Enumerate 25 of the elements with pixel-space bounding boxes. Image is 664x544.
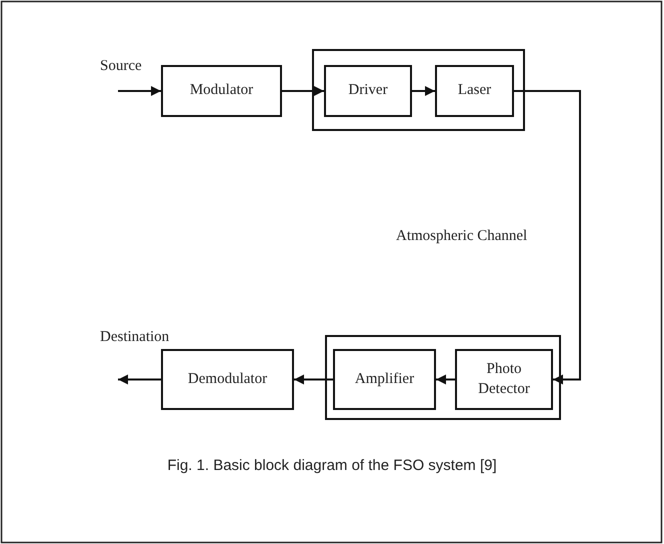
edge-label: Atmospheric Channel bbox=[396, 228, 528, 245]
block-label: Amplifier bbox=[354, 370, 416, 389]
process-box bbox=[333, 349, 436, 410]
arrow bbox=[282, 86, 324, 96]
frame-box bbox=[325, 335, 561, 420]
terminal-label: Source bbox=[100, 58, 142, 75]
process-box bbox=[435, 65, 514, 117]
terminal-label: Destination bbox=[100, 329, 170, 346]
arrow bbox=[118, 374, 161, 384]
arrow bbox=[436, 374, 455, 384]
arrow bbox=[514, 90, 581, 384]
process-box bbox=[161, 65, 282, 117]
arrow bbox=[118, 86, 161, 96]
block-label: Photo Detector bbox=[477, 360, 531, 398]
arrow bbox=[294, 374, 333, 384]
block-label: Modulator bbox=[190, 81, 254, 100]
arrow bbox=[412, 86, 435, 96]
process-box bbox=[455, 349, 553, 410]
process-box bbox=[161, 349, 294, 410]
frame-box bbox=[312, 49, 525, 131]
block-label: Driver bbox=[347, 81, 389, 100]
block-label: Demodulator bbox=[188, 370, 268, 389]
process-box bbox=[324, 65, 412, 117]
block-label: Laser bbox=[456, 81, 492, 100]
figure-caption: Fig. 1. Basic block diagram of the FSO system [9] bbox=[167, 457, 497, 474]
